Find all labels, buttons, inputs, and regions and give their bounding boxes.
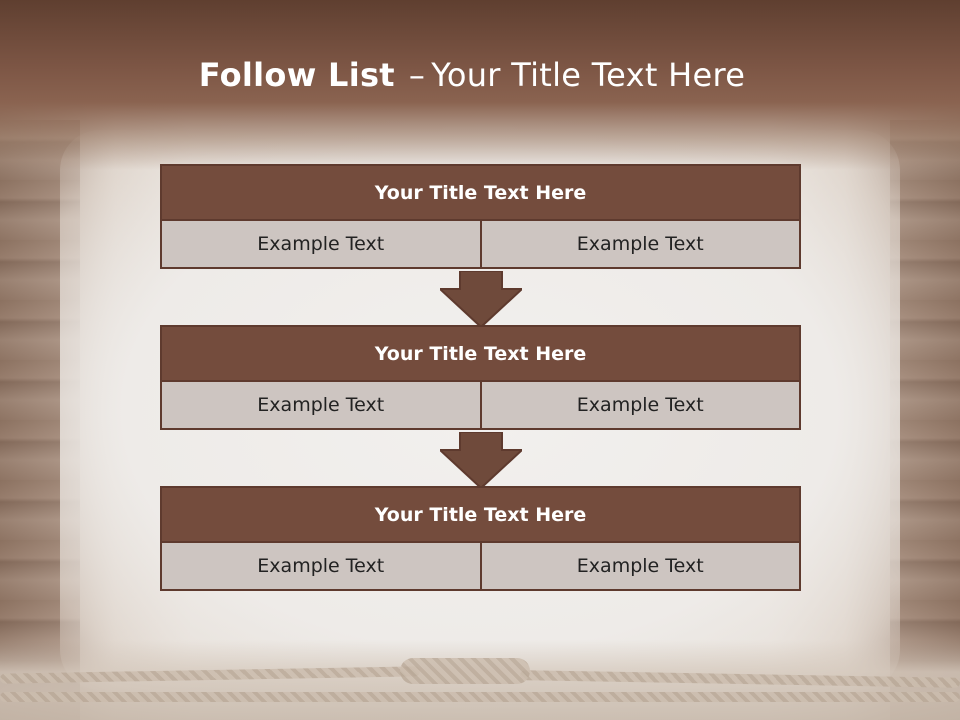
list-box-cell-left: Example Text [257,555,385,577]
slide-title: Follow List–Your Title Text Here [0,56,944,94]
slide-title-bold: Follow List [198,56,395,94]
list-box-cell-right: Example Text [479,543,800,589]
list-box-row: Example Text Example Text [160,543,801,591]
list-box-3: Your Title Text Here Example Text Exampl… [160,486,801,591]
list-box-title: Your Title Text Here [160,486,801,543]
list-box-row: Example Text Example Text [160,382,801,430]
list-box-title: Your Title Text Here [160,164,801,221]
down-arrow-icon [440,271,522,329]
list-box-title: Your Title Text Here [160,325,801,382]
list-box-1: Your Title Text Here Example Text Exampl… [160,164,801,269]
rope-decoration [0,640,960,720]
slide-title-rest: Your Title Text Here [431,56,746,94]
wood-background-right [890,120,960,720]
list-box-cell-left: Example Text [257,233,385,255]
slide-title-dash: – [408,56,426,94]
list-box-row: Example Text Example Text [160,221,801,269]
list-box-cell-right: Example Text [479,221,800,267]
list-box-cell-left: Example Text [257,394,385,416]
title-band [0,0,960,170]
down-arrow-icon [440,432,522,490]
list-box-cell-right: Example Text [479,382,800,428]
list-box-2: Your Title Text Here Example Text Exampl… [160,325,801,430]
